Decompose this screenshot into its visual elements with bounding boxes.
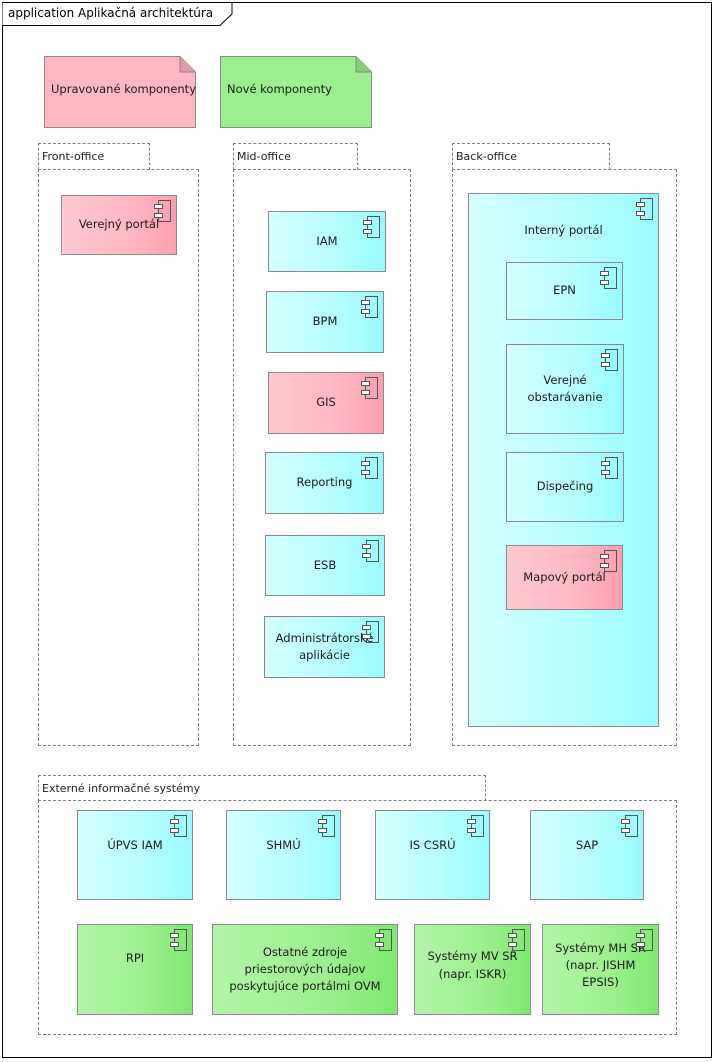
diagram-title: application Aplikačná architektúra (8, 6, 214, 20)
package-tab-back-office (452, 143, 610, 170)
package-tab-mid-office (233, 143, 358, 170)
package-external-systems[interactable] (38, 800, 677, 1035)
component-label: IS CSRÚ (409, 838, 456, 853)
component-systemy-mh-sr[interactable]: Systémy MH SR (napr. JISHM EPSIS) (542, 924, 659, 1015)
component-rpi[interactable]: RPI (77, 924, 193, 1015)
uml-component-icon (374, 929, 392, 956)
uml-component-icon (362, 216, 380, 243)
package-front-office[interactable] (38, 169, 199, 746)
component-epn[interactable]: EPN (506, 262, 623, 320)
component-upvs-iam[interactable]: ÚPVS IAM (77, 810, 193, 900)
component-label: SHMÚ (266, 838, 301, 853)
component-gis[interactable]: GIS (268, 372, 384, 434)
uml-component-icon (153, 200, 171, 227)
component-label: IAM (316, 233, 338, 248)
component-label: RPI (125, 950, 145, 965)
uml-component-icon (635, 198, 653, 225)
component-iam[interactable]: IAM (268, 211, 386, 272)
package-mid-office[interactable] (233, 169, 411, 746)
component-is-csru[interactable]: IS CSRÚ (375, 810, 490, 900)
component-label: Interný portál (524, 223, 603, 237)
uml-component-icon (169, 929, 187, 956)
component-label: ESB (313, 557, 337, 572)
uml-component-icon (599, 550, 617, 577)
component-verejne-obstaravanie[interactable]: Verejné obstarávanie (506, 344, 624, 434)
package-label-external-systems: Externé informačné systémy (42, 782, 201, 795)
uml-component-icon (635, 929, 653, 956)
diagram-frame-tab (2, 2, 233, 26)
uml-component-icon (361, 540, 379, 567)
component-label: Mapový portál (523, 569, 606, 584)
uml-component-icon (169, 815, 187, 842)
component-sap[interactable]: SAP (530, 810, 644, 900)
uml-component-icon (360, 377, 378, 404)
component-label: SAP (575, 838, 599, 853)
component-administratorske-aplikacie[interactable]: Administrátorské aplikácie (264, 616, 385, 678)
uml-component-icon (361, 621, 379, 648)
component-esb[interactable]: ESB (265, 535, 385, 596)
component-label: Systémy MH SR (napr. JISHM EPSIS) (555, 940, 646, 990)
component-label: GIS (316, 395, 336, 410)
component-label: Reporting (296, 475, 353, 490)
package-label-back-office: Back-office (456, 150, 518, 163)
uml-component-icon (466, 815, 484, 842)
uml-component-icon (507, 929, 525, 956)
component-verejny-portal[interactable]: Verejný portál (61, 195, 177, 255)
component-systemy-mv-sr[interactable]: Systémy MV SR (napr. ISKR) (414, 924, 531, 1015)
package-back-office[interactable] (452, 169, 677, 746)
component-label: Dispečing (536, 479, 594, 494)
package-tab-external-systems (38, 775, 486, 801)
uml-component-icon (600, 457, 618, 484)
uml-component-icon (360, 296, 378, 323)
package-tab-front-office (38, 143, 150, 170)
component-dispecing[interactable]: Dispečing (506, 452, 624, 522)
component-label: BPM (312, 314, 338, 329)
component-label: ÚPVS IAM (107, 838, 163, 853)
component-shmu[interactable]: SHMÚ (226, 810, 341, 900)
component-label: Administrátorské aplikácie (275, 630, 374, 662)
uml-component-icon (620, 815, 638, 842)
component-reporting[interactable]: Reporting (265, 452, 384, 514)
legend-new-note[interactable]: Nové komponenty (220, 56, 372, 128)
uml-component-icon (600, 349, 618, 376)
component-label: Ostatné zdroje priestorových údajov posk… (229, 944, 381, 994)
component-ostatne-zdroje[interactable]: Ostatné zdroje priestorových údajov posk… (212, 924, 398, 1015)
legend-new-label: Nové komponenty (227, 82, 332, 96)
component-label: EPN (553, 283, 576, 298)
component-mapovy-portal[interactable]: Mapový portál (506, 545, 623, 610)
component-label: Systémy MV SR (napr. ISKR) (427, 949, 518, 981)
legend-modified-label: Upravované komponenty (51, 82, 196, 96)
component-label: Verejný portál (78, 217, 160, 232)
package-label-front-office: Front-office (42, 150, 105, 163)
legend-modified-note[interactable]: Upravované komponenty (44, 56, 196, 128)
uml-component-icon (360, 457, 378, 484)
uml-component-icon (317, 815, 335, 842)
component-label: Verejné obstarávanie (527, 372, 603, 404)
uml-component-icon (599, 267, 617, 294)
package-label-mid-office: Mid-office (237, 150, 291, 163)
component-bpm[interactable]: BPM (266, 291, 384, 353)
